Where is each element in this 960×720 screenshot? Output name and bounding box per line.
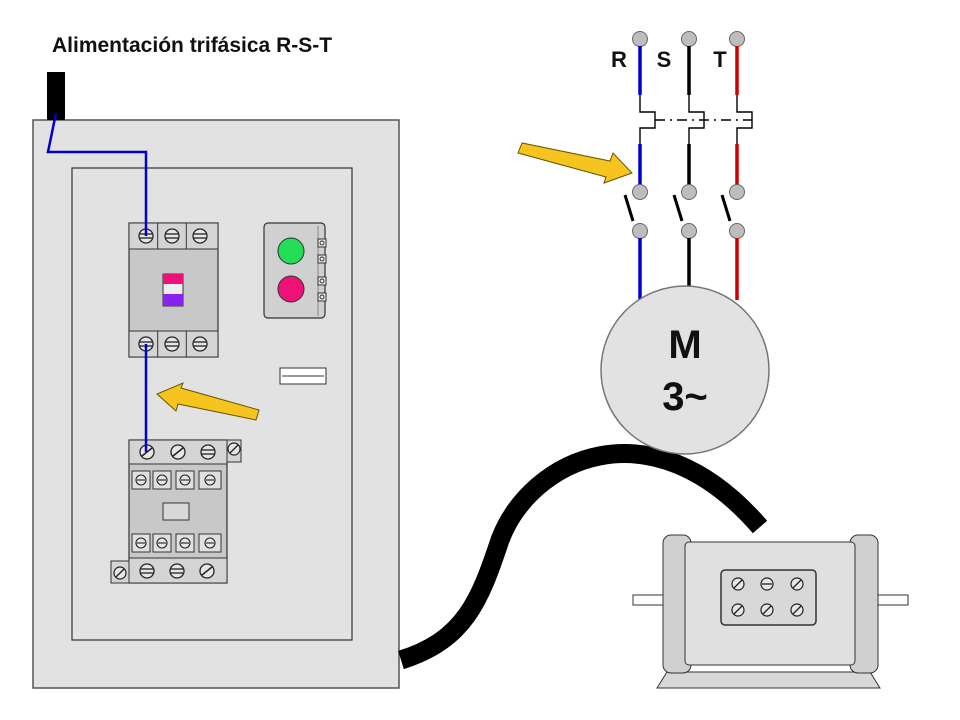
motor-cable <box>398 444 768 670</box>
terminal-screw-icon <box>790 577 804 591</box>
contactor-aux-screw-icon <box>113 566 127 580</box>
stop-button[interactable] <box>277 275 305 303</box>
circuit-breaker <box>128 222 219 358</box>
switch-contact-r <box>623 194 635 222</box>
arrow-icon-panel <box>156 382 260 421</box>
motor-symbol-3phase: 3~ <box>662 375 708 419</box>
contactor-bottom-screw-icon <box>169 563 185 579</box>
switch-contact-s <box>672 194 684 222</box>
start-button[interactable] <box>277 237 305 265</box>
terminal-screw-icon <box>760 577 774 591</box>
terminal-s-icon <box>681 31 697 47</box>
diagram-title: Alimentación trifásica R-S-T <box>52 34 332 57</box>
terminal-screw-icon <box>760 603 774 617</box>
motor-symbol <box>600 285 770 455</box>
breaker-toggle[interactable] <box>162 273 184 307</box>
terminal-box <box>720 569 817 626</box>
motor-symbol-m: M <box>668 323 701 367</box>
phase-label-s: S <box>657 47 672 72</box>
arrow-icon-schematic <box>517 142 633 184</box>
contactor <box>110 439 242 584</box>
thermal-relay-symbol <box>639 95 753 144</box>
terminal-r-icon <box>632 31 648 47</box>
contactor-bottom-screw-icon <box>199 563 215 579</box>
contactor-window <box>162 502 190 521</box>
contactor-aux-contacts-bottom <box>131 533 222 553</box>
power-feed-cable <box>47 72 65 120</box>
phase-label-t: T <box>713 47 727 72</box>
contactor-top-screw-icon <box>170 444 186 460</box>
motor-illustration <box>632 534 909 689</box>
terminal-t-icon <box>729 31 745 47</box>
terminal-screw-icon <box>790 603 804 617</box>
pushbutton-station <box>263 222 327 319</box>
phase-label-r: R <box>611 47 627 72</box>
breaker-bottom-screw-icon <box>192 336 208 352</box>
control-wire <box>46 112 148 452</box>
breaker-top-screw-icon <box>192 228 208 244</box>
contactor-top-screw-icon <box>200 444 216 460</box>
contactor-bottom-screw-icon <box>139 563 155 579</box>
terminal-screw-icon <box>731 603 745 617</box>
three-phase-schematic: R S T M 3~ <box>600 31 770 455</box>
switch-contact-t <box>720 194 732 222</box>
contactor-aux-contacts-top <box>131 470 222 490</box>
contactor-aux-screw-icon <box>227 442 241 456</box>
breaker-top-screw-icon <box>164 228 180 244</box>
breaker-bottom-screw-icon <box>164 336 180 352</box>
terminal-screw-icon <box>731 577 745 591</box>
